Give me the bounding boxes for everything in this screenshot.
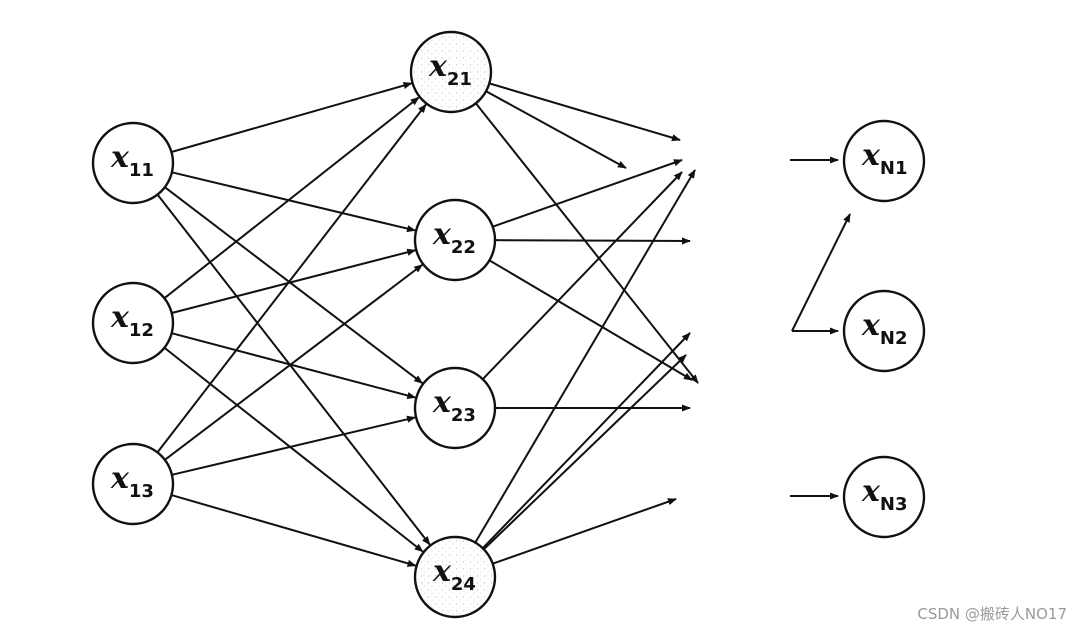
node-x22: x22: [413, 198, 497, 282]
edge-x22-out-4: [494, 237, 691, 245]
edge-x22-out-5: [488, 259, 693, 381]
edge-x13-x23: [171, 415, 416, 476]
node-circle: [842, 289, 926, 373]
node-variable: x: [861, 474, 881, 509]
node-label: xN1: [861, 138, 907, 179]
node-label: xN2: [861, 308, 907, 349]
edge-x24-out-8: [474, 169, 696, 544]
node-variable: x: [110, 140, 130, 175]
node-label: x23: [432, 385, 476, 426]
node-subscript: 23: [451, 405, 476, 426]
node-variable: x: [432, 385, 452, 420]
node-x12: x12: [91, 281, 175, 365]
node-circle: [842, 119, 926, 203]
node-label: x12: [110, 300, 154, 341]
node-subscript: 11: [129, 160, 154, 181]
node-subscript: 22: [451, 237, 476, 258]
edge-x22-out-3: [492, 159, 683, 228]
edge-x24-out-10: [483, 354, 687, 551]
edge-x21-out-0: [489, 82, 681, 142]
node-circle: [842, 455, 926, 539]
node-xN1: xN1: [842, 119, 926, 203]
edge-x21-out-1: [485, 90, 627, 169]
node-subscript: N1: [880, 158, 908, 179]
node-circle: [413, 198, 497, 282]
edge-x24-out-11: [492, 498, 677, 565]
node-label: xN3: [861, 474, 907, 515]
node-circle: [91, 281, 175, 365]
node-subscript: N2: [880, 328, 908, 349]
edge-x13-x21: [156, 103, 427, 453]
edge-x12-x22: [171, 248, 417, 314]
edge-x11-x24: [156, 193, 431, 546]
node-label: x24: [432, 554, 476, 595]
node-label: x11: [110, 140, 154, 181]
edge-x23-out-6: [482, 171, 683, 380]
edge-x11-x22: [171, 171, 416, 233]
node-x23: x23: [413, 366, 497, 450]
node-label: x22: [432, 217, 476, 258]
node-xN2: xN2: [842, 289, 926, 373]
node-x11: x11: [91, 121, 175, 205]
edge-x11-x21: [171, 82, 413, 153]
node-circle: [413, 535, 497, 619]
node-x24: x24: [413, 535, 497, 619]
node-subscript: N3: [880, 494, 908, 515]
node-variable: x: [432, 217, 452, 252]
node-x13: x13: [91, 442, 175, 526]
node-variable: x: [110, 300, 130, 335]
node-circle: [413, 366, 497, 450]
edge-x13-x22: [164, 263, 424, 461]
node-variable: x: [432, 554, 452, 589]
node-variable: x: [861, 308, 881, 343]
node-subscript: 21: [447, 69, 472, 90]
node-label: x21: [428, 49, 472, 90]
node-circle: [409, 30, 493, 114]
node-subscript: 12: [129, 320, 154, 341]
edges-layer: [156, 82, 851, 567]
node-subscript: 13: [129, 481, 154, 502]
edge-x12-x23: [171, 332, 417, 399]
edge-branch-xN1: [791, 213, 851, 332]
edge-x12-x24: [163, 346, 424, 553]
node-label: x13: [110, 461, 154, 502]
node-variable: x: [110, 461, 130, 496]
node-circle: [91, 121, 175, 205]
watermark-text: CSDN @搬砖人NO17: [917, 605, 1067, 623]
node-xN3: xN3: [842, 455, 926, 539]
edge-x21-out-2: [475, 102, 699, 384]
node-variable: x: [861, 138, 881, 173]
node-variable: x: [428, 49, 448, 84]
edge-x24-out-9: [482, 332, 691, 549]
node-x21: x21: [409, 30, 493, 114]
edge-x12-x21: [163, 96, 420, 300]
node-circle: [91, 442, 175, 526]
edge-x11-x23: [164, 186, 424, 384]
node-subscript: 24: [451, 574, 476, 595]
edge-x13-x24: [171, 494, 417, 567]
